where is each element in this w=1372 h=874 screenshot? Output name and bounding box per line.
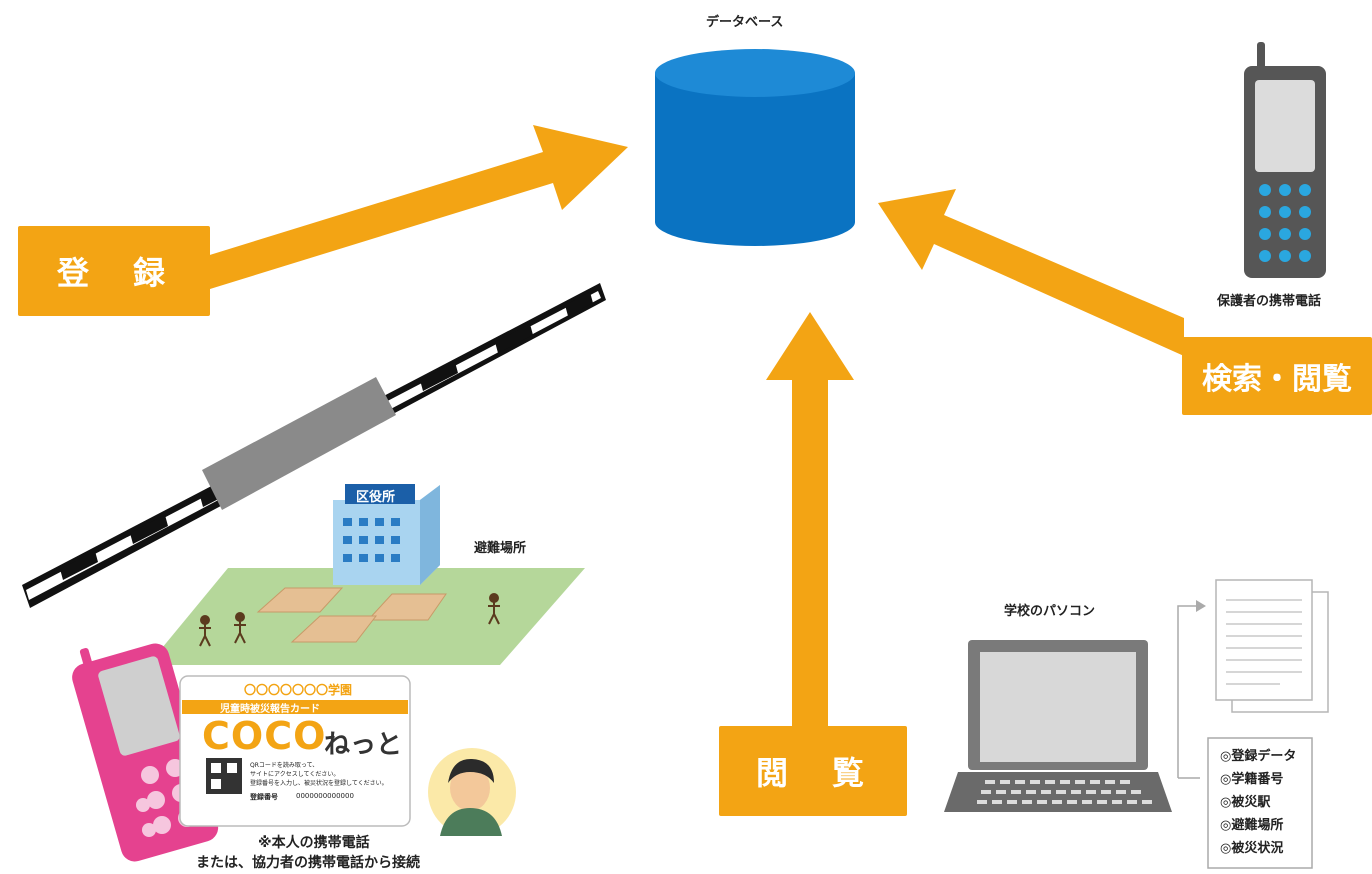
- ward-office-building: [333, 484, 440, 585]
- card-brand-net: ねっと: [324, 730, 403, 760]
- card-desc-2: サイトにアクセスしてください。: [250, 771, 340, 778]
- register-label: 登 録: [56, 254, 171, 292]
- output-list-item: ◎登録データ: [1220, 749, 1297, 764]
- people-icons: [199, 593, 500, 647]
- card-number-label: 登録番号: [250, 793, 278, 801]
- school-pc-label: 学校のパソコン: [1004, 604, 1096, 619]
- connect-note-line2: または、協力者の携帯電話から接続: [196, 855, 420, 871]
- station-sign: [202, 377, 396, 510]
- laptop-icon: [944, 640, 1172, 812]
- output-list-box: [1207, 737, 1313, 869]
- card-brand-coco: COCO: [202, 714, 327, 758]
- avatar-icon: [428, 748, 516, 836]
- output-list: ◎登録データ ◎学籍番号 ◎被災駅 ◎避難場所 ◎被災状況: [1220, 745, 1296, 860]
- ward-office-label: 区役所: [356, 490, 396, 505]
- connect-note-line1: ※本人の携帯電話: [258, 835, 370, 851]
- database-label: データベース: [706, 15, 784, 30]
- output-list-item: ◎被災駅: [1220, 795, 1271, 810]
- register-box: 登 録: [18, 226, 210, 316]
- browse-box: 閲 覧: [719, 726, 907, 816]
- guardian-phone-icon: [1244, 42, 1326, 278]
- card-title: 児童時被災報告カード: [220, 704, 320, 715]
- search-browse-label: 検索・閲覧: [1202, 362, 1352, 397]
- documents-icon: [1215, 579, 1329, 713]
- search-browse-arrow: [878, 189, 1184, 356]
- search-browse-box: 検索・閲覧: [1182, 337, 1372, 415]
- register-arrow: [200, 125, 628, 289]
- output-connector: [1177, 600, 1206, 779]
- card-desc-3: 登録番号を入力し、被災状況を登録してください。: [250, 780, 388, 787]
- browse-label: 閲 覧: [755, 754, 870, 792]
- disaster-report-card: [179, 675, 411, 827]
- guardian-phone-label: 保護者の携帯電話: [1217, 294, 1322, 309]
- tents: [256, 587, 447, 643]
- card-number-value: 0000000000000: [296, 792, 354, 800]
- output-list-item: ◎学籍番号: [1220, 772, 1284, 787]
- browse-arrow: [766, 312, 854, 728]
- card-desc-1: QRコードを読み取って、: [250, 762, 319, 769]
- output-list-item: ◎被災状況: [1220, 841, 1284, 856]
- shelter-label: 避難場所: [474, 541, 527, 556]
- output-list-item: ◎避難場所: [1220, 818, 1284, 833]
- database-icon: [655, 49, 855, 246]
- card-school-name: 〇〇〇〇〇〇〇学園: [244, 683, 353, 697]
